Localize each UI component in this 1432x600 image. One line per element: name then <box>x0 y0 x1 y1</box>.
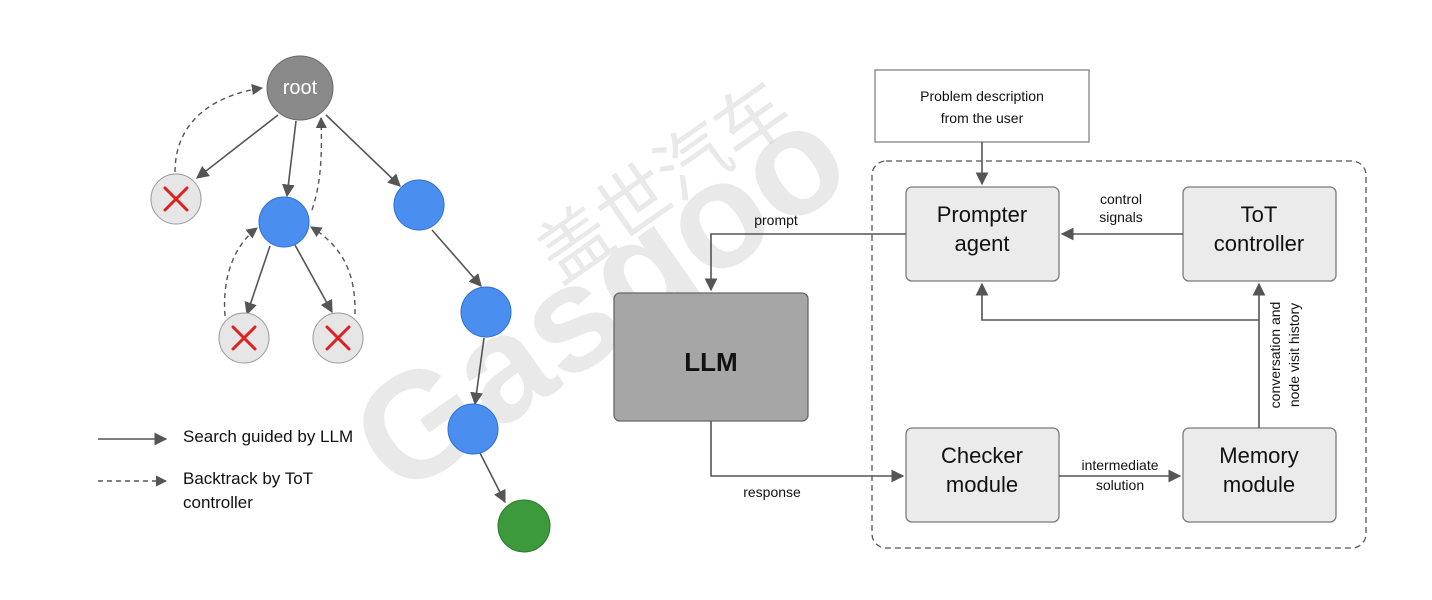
search-tree: root <box>150 55 551 553</box>
fail-x-icon-1 <box>163 186 189 212</box>
backtrack-b1-to-root <box>311 116 327 211</box>
edge-prompter-to-llm <box>704 233 906 292</box>
intermediate-line1: intermediate <box>1081 457 1158 473</box>
problem-text-line2: from the user <box>941 110 1024 126</box>
fail-x-icon-3 <box>325 325 351 351</box>
edge-memory-to-prompter <box>975 282 1259 321</box>
backtrack-fail2-to-b1 <box>223 227 258 317</box>
intermediate-line2: solution <box>1096 477 1144 493</box>
goal-node <box>497 499 551 553</box>
prompter-text-line2: agent <box>954 231 1009 256</box>
legend-dashed-label-line2: controller <box>183 493 253 512</box>
legend: Search guided by LLM Backtrack by ToT co… <box>98 427 353 512</box>
checker-text-line1: Checker <box>941 443 1023 468</box>
system-flow: Problem description from the user Prompt… <box>613 69 1367 549</box>
history-label-group: conversation and node visit history <box>1267 302 1302 409</box>
system-container <box>871 160 1367 549</box>
checker-text-line2: module <box>946 472 1018 497</box>
edge-b1-to-fail3 <box>294 244 333 314</box>
blue-node-1 <box>258 196 310 248</box>
edge-root-to-b2 <box>325 114 401 187</box>
edge-root-to-b1 <box>282 120 297 198</box>
history-line1: conversation and <box>1267 302 1283 409</box>
backtrack-fail1-to-root <box>174 83 264 173</box>
history-line2: node visit history <box>1286 303 1302 407</box>
edge-b3-to-b4 <box>470 337 485 406</box>
memory-text-line2: module <box>1223 472 1295 497</box>
edge-b1-to-fail2 <box>244 245 271 316</box>
checker-module-box <box>905 427 1060 523</box>
problem-box <box>874 69 1090 143</box>
blue-node-3 <box>460 286 512 338</box>
prompter-text-line1: Prompter <box>937 202 1027 227</box>
control-signals-line1: control <box>1100 191 1142 207</box>
blue-node-2 <box>393 179 445 231</box>
legend-dashed-label-line1: Backtrack by ToT <box>183 469 313 488</box>
llm-label: LLM <box>684 347 737 377</box>
tot-text-line1: ToT <box>1241 202 1278 227</box>
control-signals-line2: signals <box>1099 209 1143 225</box>
response-label: response <box>743 484 801 500</box>
backtrack-fail3-to-b1 <box>310 226 356 315</box>
tot-text-line2: controller <box>1214 231 1304 256</box>
fail-x-icon-2 <box>231 325 257 351</box>
problem-text-line1: Problem description <box>920 88 1044 104</box>
edge-b4-to-goal <box>479 452 506 504</box>
root-node <box>266 55 334 121</box>
root-label: root <box>283 77 318 99</box>
edge-root-to-fail1 <box>195 114 279 179</box>
legend-solid-label: Search guided by LLM <box>183 427 353 446</box>
memory-text-line1: Memory <box>1219 443 1298 468</box>
prompt-label: prompt <box>754 212 798 228</box>
edge-b2-to-b3 <box>431 229 482 287</box>
edge-llm-to-checker <box>710 421 905 483</box>
blue-node-4 <box>447 403 499 455</box>
